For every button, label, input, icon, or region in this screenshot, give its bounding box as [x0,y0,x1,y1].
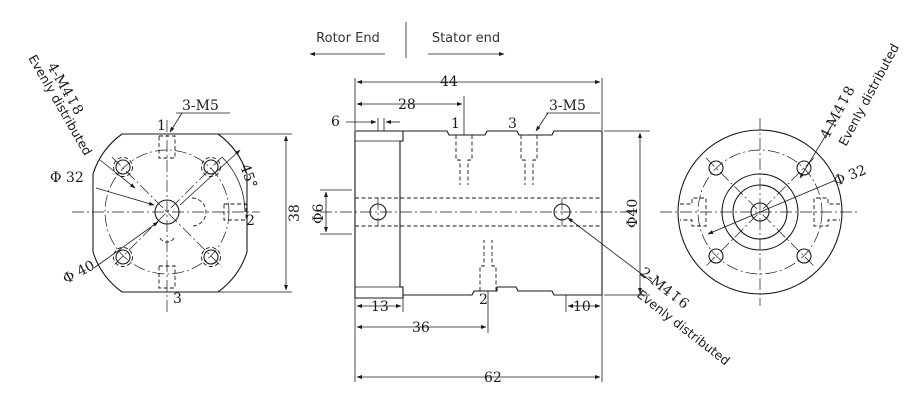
left-mark-2: 2 [246,213,255,229]
direction-header: Rotor End Stator end [309,22,505,58]
right-end-view: 4-M4↧8 Evenly distributed Φ 32 [660,41,902,306]
dim-44: 44 [440,74,458,90]
dim-13: 13 [371,299,389,315]
left-dia-40: Φ 40 [60,258,97,288]
stator-end-label: Stator end [432,31,500,46]
left-end-view: 4-M4↧8 Evenly distributed 3-M5 1 2 3 Φ 3… [25,52,303,312]
dim-62: 62 [484,370,502,386]
side-mark-2: 2 [479,292,488,308]
side-mark-3: 3 [508,116,517,132]
left-mark-1: 1 [157,118,166,134]
dim-36: 36 [412,320,430,336]
dia-6: Φ6 [311,204,327,224]
side-mark-1: 1 [451,116,460,132]
side-view: 44 28 6 3-M5 1 3 2 Φ6 Φ40 13 10 [311,74,733,386]
left-angle-45: 45° [236,162,260,191]
stator-body [403,130,603,296]
right-bolt-holes [708,160,812,264]
left-m5-note: 3-M5 [182,98,219,114]
dim-28: 28 [398,97,416,113]
dim-6: 6 [331,114,340,130]
right-dia-32: Φ 32 [832,162,869,189]
side-m5-ports [455,135,538,291]
rotor-flange [354,130,404,299]
rotor-end-label: Rotor End [316,31,380,46]
dim-10: 10 [573,299,591,315]
left-dia-32: Φ 32 [50,170,84,186]
left-mark-3: 3 [173,291,182,307]
left-height-38: 38 [287,204,303,222]
dia-40: Φ40 [625,199,641,228]
side-m5-note: 3-M5 [549,98,586,114]
left-m5-ports [158,135,247,289]
right-keyways [680,197,840,227]
